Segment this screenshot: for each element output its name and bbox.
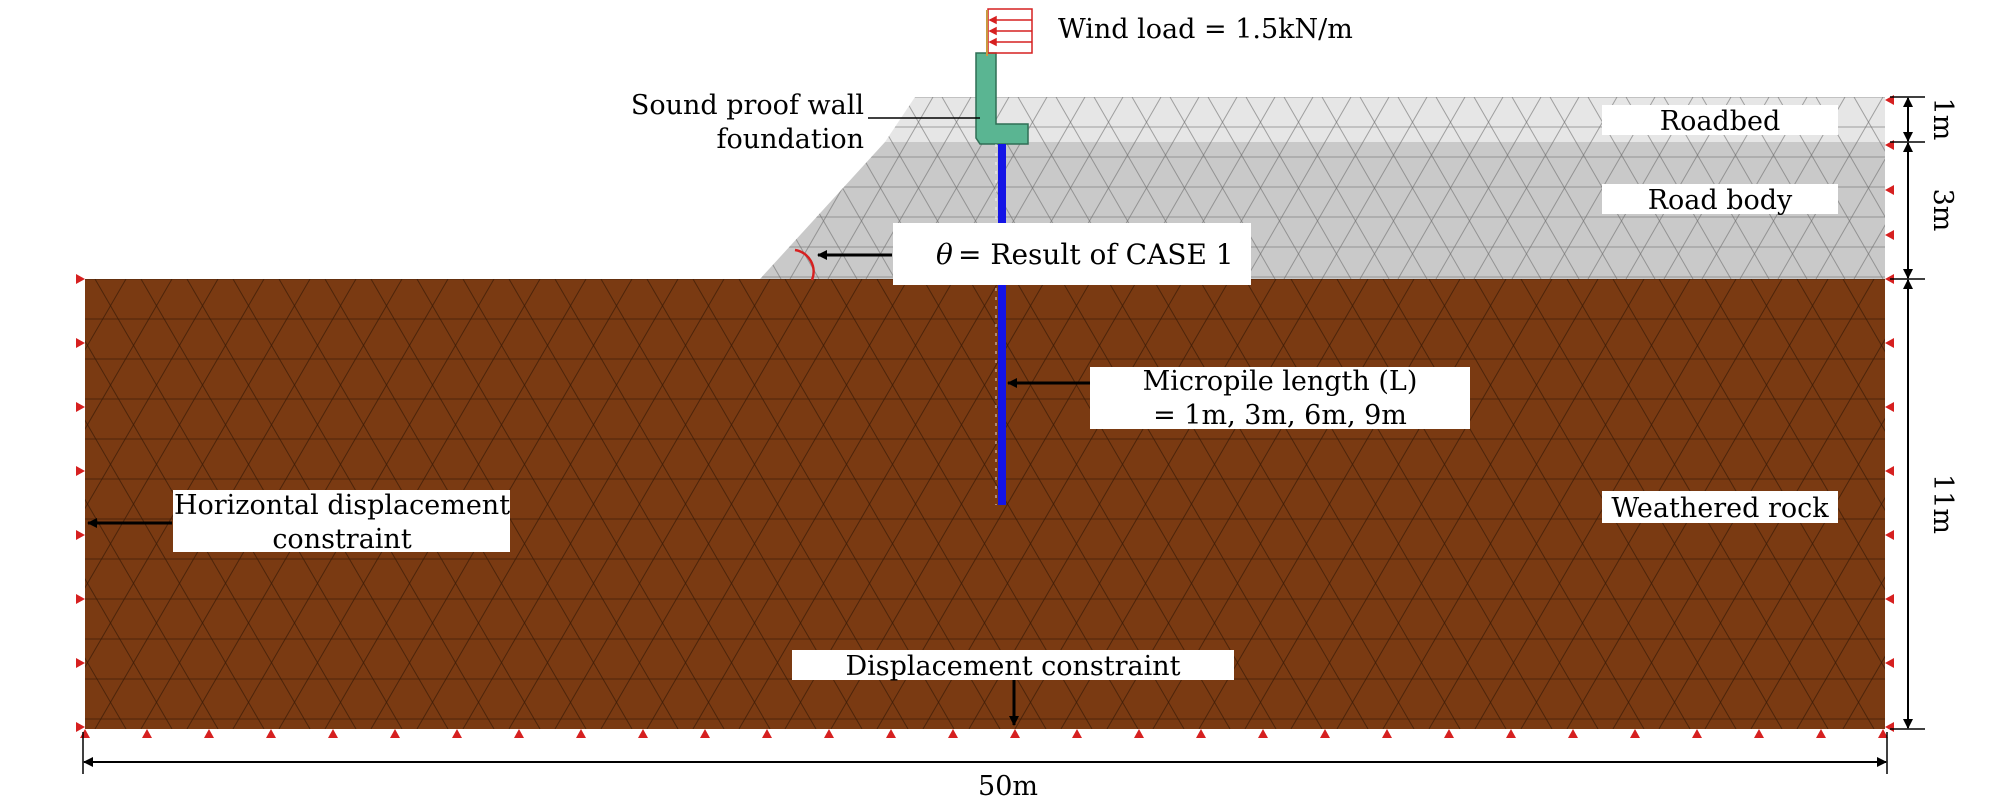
theta-angle-arc xyxy=(794,248,815,281)
weathered-rock-label: Weathered rock xyxy=(1611,493,1829,524)
theta-label-box xyxy=(893,223,1251,285)
sound-proof-wall-foundation xyxy=(975,52,1029,145)
wall-label-line1: Sound proof wall xyxy=(631,90,864,121)
height-dimensions xyxy=(1890,96,1925,730)
wall-label-line2: foundation xyxy=(716,124,864,155)
horizontal-constraint-line1: Horizontal displacement xyxy=(174,490,510,521)
roadbed-label: Roadbed xyxy=(1660,106,1781,137)
wind-load-arrows xyxy=(987,8,1033,54)
micropile-label-line1: Micropile length (L) xyxy=(1143,366,1418,397)
theta-label: = Result of CASE 1 xyxy=(958,238,1234,271)
width-dimension-label: 50m xyxy=(978,771,1038,798)
width-dimension xyxy=(82,732,1888,774)
roadbed-label-box xyxy=(1602,105,1838,135)
dim-3m-label: 3m xyxy=(1927,189,1958,232)
dim-11m-label: 11m xyxy=(1927,474,1958,534)
horizontal-constraint-box xyxy=(173,490,510,552)
dim-1m-label: 1m xyxy=(1927,98,1958,141)
micropile-label-line2: = 1m, 3m, 6m, 9m xyxy=(1153,400,1407,431)
micropile-label-box xyxy=(1090,367,1470,429)
weathered-rock-label-box xyxy=(1602,491,1838,523)
theta-symbol: θ xyxy=(936,238,953,271)
wind-load-label: Wind load = 1.5kN/m xyxy=(1058,14,1353,45)
road-body-label-box xyxy=(1602,184,1838,214)
horizontal-constraint-line2: constraint xyxy=(272,524,412,555)
boundary-supports xyxy=(76,95,1894,738)
displacement-constraint-label: Displacement constraint xyxy=(845,651,1180,682)
displacement-constraint-box xyxy=(792,650,1234,680)
road-body-label: Road body xyxy=(1648,185,1793,216)
